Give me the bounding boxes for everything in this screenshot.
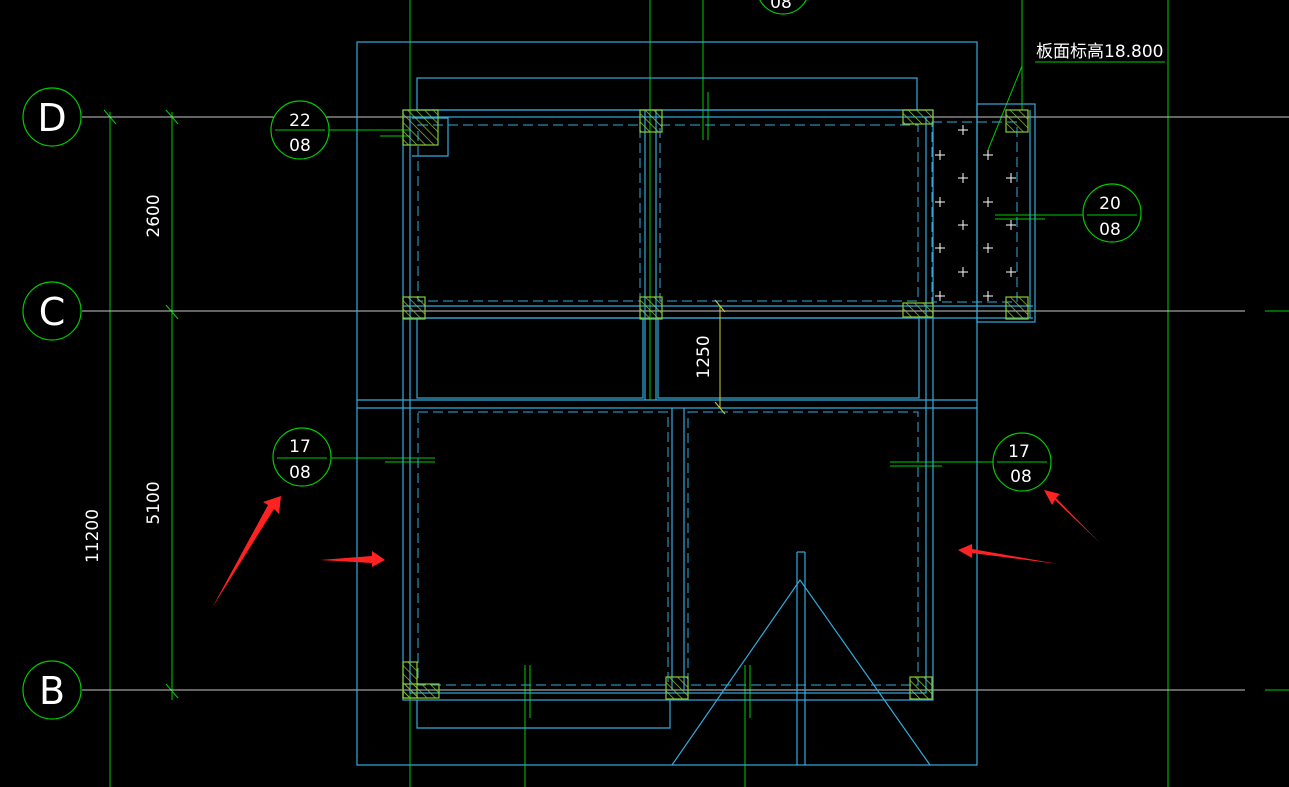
dimension-2600: 2600 [144,194,164,237]
balcony-cross-marks [935,125,1016,301]
svg-text:B: B [39,669,65,713]
svg-text:C: C [39,290,66,334]
svg-text:22: 22 [289,111,311,131]
annotation-arrows [212,490,1100,608]
dimension-1250-line [714,299,726,415]
axis-bubble-c: C [22,281,82,341]
section-tag-22-08: 22 08 [270,100,330,160]
arrow-icon [212,496,281,608]
svg-text:08: 08 [289,463,311,483]
walls [356,41,1036,766]
svg-text:17: 17 [1008,442,1030,462]
svg-text:20: 20 [1099,194,1121,214]
axis-bubble-b: B [22,660,82,720]
section-tag-20-08: 20 08 [1082,183,1142,243]
slab-elevation-note: 板面标高18.800 [1036,42,1163,62]
arrow-icon [1044,490,1100,543]
section-tag-17-08-right: 17 08 [992,432,1052,492]
section-tag-top-partial: 08 [759,0,807,15]
dimension-1250: 1250 [694,335,714,378]
svg-text:08: 08 [1099,220,1121,240]
arrow-icon [958,544,1058,564]
svg-text:17: 17 [289,437,311,457]
section-tag-17-08-left: 17 08 [272,427,332,487]
columns [402,109,1029,700]
dimension-11200: 11200 [83,509,103,563]
slab-dashed-lines [417,121,1018,686]
svg-text:08: 08 [289,136,311,156]
svg-text:08: 08 [1010,467,1032,487]
dimension-5100: 5100 [144,481,164,524]
arrow-icon [320,551,385,567]
svg-text:D: D [37,96,66,140]
svg-text:08: 08 [770,0,792,13]
axis-bubble-d: D [22,87,82,147]
